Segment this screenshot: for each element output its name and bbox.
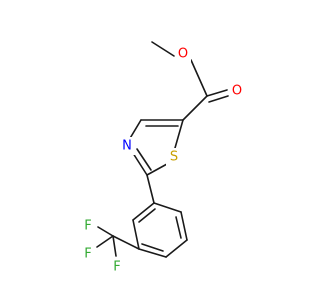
bond-c2-phenyl xyxy=(146,174,155,204)
bond-carbonyl-double-a xyxy=(206,89,228,97)
bond-ring-2 xyxy=(180,211,188,241)
bond-carbonyl-c5 xyxy=(182,95,208,121)
bond-s-c5 xyxy=(174,119,184,149)
bond-ring-4-inner xyxy=(141,243,164,252)
bond-cf3-f2 xyxy=(97,226,114,237)
bonds xyxy=(96,41,229,258)
bond-o-carbonyl xyxy=(190,59,208,97)
bond-ring-6 xyxy=(132,202,155,221)
bond-cf3-f1 xyxy=(96,235,114,248)
nitrogen-label: N xyxy=(122,139,132,154)
bond-ring-cf3 xyxy=(112,235,140,250)
bond-c2-s xyxy=(146,163,168,176)
sulfur-label: S xyxy=(170,150,178,165)
bond-ring-3 xyxy=(165,239,188,258)
bond-ring-6-inner xyxy=(138,208,156,223)
oxygen-methoxy-label: O xyxy=(178,47,188,62)
bond-ring-4 xyxy=(138,248,167,258)
bond-ring-2-inner xyxy=(175,216,182,239)
fluorine-label-3: F xyxy=(113,260,120,275)
bond-cf3-f3 xyxy=(112,235,117,257)
fluorine-label-2: F xyxy=(84,219,91,234)
molecule-diagram: O O N S F F F xyxy=(80,41,245,276)
bond-methyl-o xyxy=(151,41,175,57)
oxygen-carbonyl-label: O xyxy=(232,84,242,99)
bond-ring-5 xyxy=(132,219,140,250)
bond-ring-1 xyxy=(153,202,182,213)
atom-labels: O O N S F F F xyxy=(80,45,245,276)
bond-n-c2-inner xyxy=(136,148,152,171)
bond-carbonyl-double-b xyxy=(208,95,229,103)
bond-c4-n xyxy=(128,119,142,141)
fluorine-label-1: F xyxy=(84,247,91,262)
